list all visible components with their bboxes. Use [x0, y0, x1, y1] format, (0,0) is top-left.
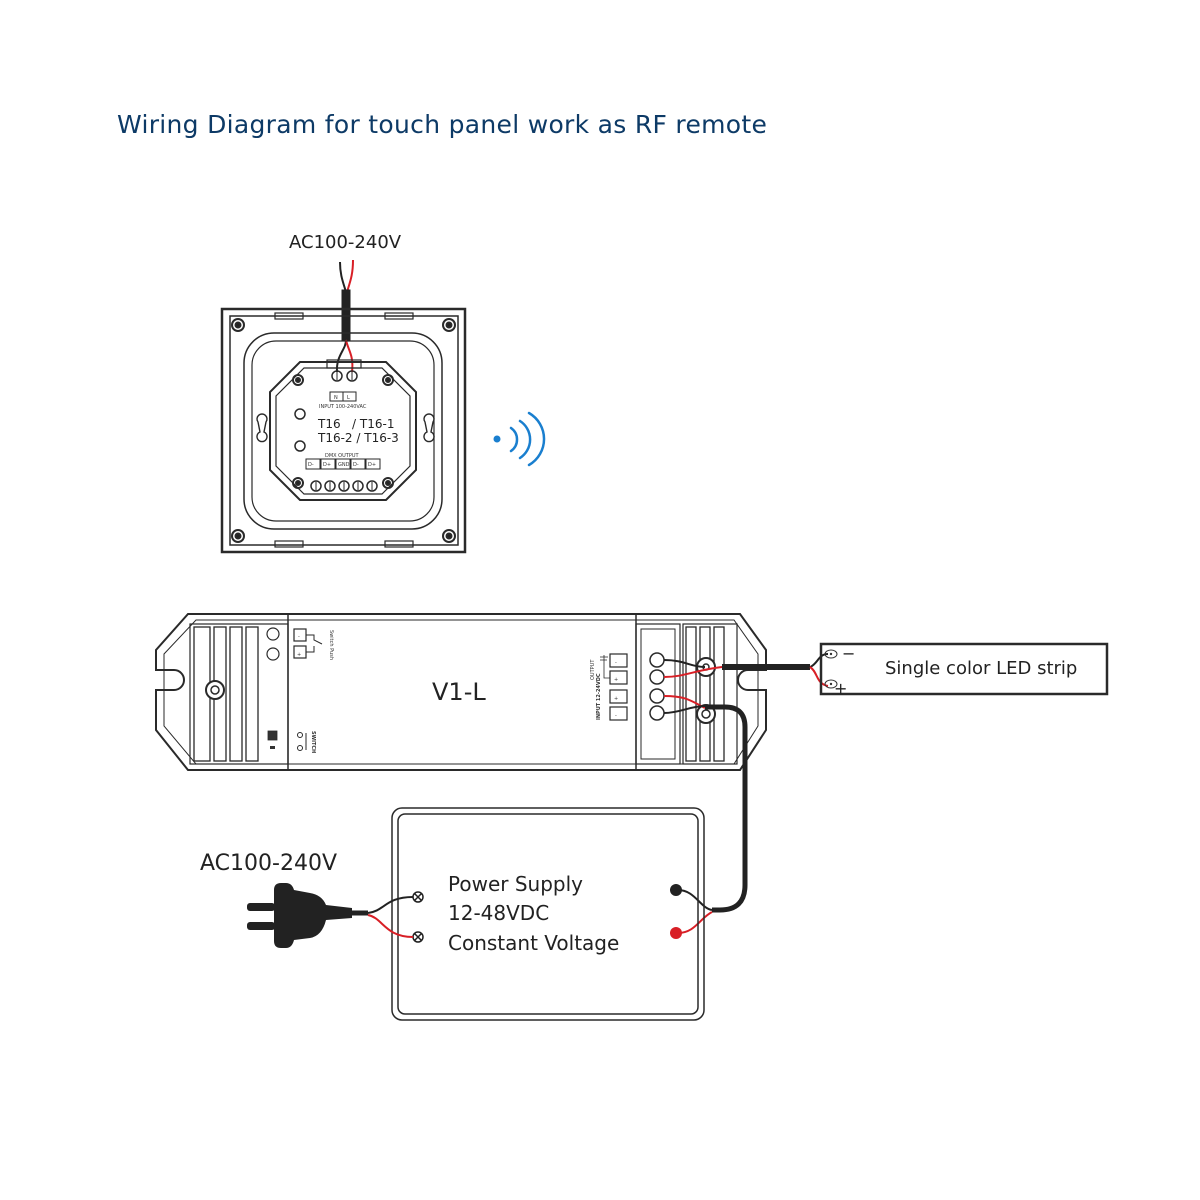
ac-plug-icon: AC100-240V: [200, 851, 414, 948]
touch-panel-power-label: AC100-240V: [289, 232, 402, 253]
panel-button: [294, 440, 306, 452]
diagram-title: Wiring Diagram for touch panel work as R…: [117, 110, 768, 139]
svg-text:L: L: [347, 395, 350, 401]
dc-negative-terminal: [670, 884, 682, 896]
dmx-terminal-box: [305, 458, 321, 470]
output-screw-terminal: [310, 480, 322, 492]
v1l-controller: - + Switch Push SWITCH V1-L - + + - OUTP…: [155, 613, 767, 771]
switch-label: SWITCH: [310, 731, 316, 753]
svg-text:+: +: [614, 696, 618, 702]
power-supply-line1: Power Supply: [448, 872, 583, 896]
output-label: OUTPUT: [590, 659, 596, 680]
dmx-terminal-box: [350, 458, 366, 470]
led-strip-label: Single color LED strip: [885, 658, 1077, 679]
dmx-terminal-box: [365, 458, 381, 470]
ac-power-label: AC100-240V: [200, 851, 337, 876]
svg-text:-: -: [298, 634, 300, 640]
input-terminal-l: [346, 370, 358, 382]
dmx-terminal-label: GND: [338, 462, 350, 468]
panel-screw-icon: [231, 318, 456, 543]
panel-button: [294, 408, 306, 420]
input-terminal-n: [331, 370, 343, 382]
output-screw-terminal: [366, 480, 378, 492]
controller-model: V1-L: [432, 678, 486, 706]
dmx-terminal-label: D+: [323, 462, 331, 468]
input-label: INPUT 12-24VDC: [596, 673, 602, 720]
output-screw-terminal: [352, 480, 364, 492]
touch-panel: AC100-240V: [220, 232, 467, 554]
dmx-terminal-box: [320, 458, 336, 470]
dmx-terminal-box: [335, 458, 351, 470]
svg-text:+: +: [297, 652, 301, 658]
switch-button: [267, 730, 278, 741]
output-screw-terminal: [338, 480, 350, 492]
dmx-terminal-label: D-: [308, 462, 314, 468]
power-supply: Power Supply 12-48VDC Constant Voltage: [391, 807, 705, 1021]
ac-terminal-icon: [412, 891, 424, 943]
dmx-terminal-label: D-: [353, 462, 359, 468]
svg-text:+: +: [614, 677, 618, 683]
svg-text:-: -: [615, 660, 617, 666]
led-minus-label: −: [842, 644, 855, 663]
led-output-wires: [663, 653, 829, 687]
svg-text:-: -: [615, 713, 617, 719]
dc-cable: [705, 704, 748, 913]
output-screw-terminal: [324, 480, 336, 492]
keyhole-slot-icon: [256, 413, 268, 443]
power-supply-line2: 12-48VDC: [448, 901, 549, 925]
led-plus-label: +: [834, 679, 847, 698]
svg-text:N: N: [334, 395, 338, 401]
push-label: Switch Push: [328, 630, 334, 660]
dc-positive-terminal: [670, 927, 682, 939]
output-screw-row: [310, 480, 378, 492]
panel-model-line1: T16 / T16-1: [317, 417, 394, 431]
panel-outer-frame: [220, 307, 467, 554]
wireless-signal-icon: [493, 411, 546, 467]
input-label: INPUT 100-240VAC: [319, 404, 367, 410]
dmx-terminal-label: D+: [368, 462, 376, 468]
controller-housing: [155, 613, 767, 771]
output-label: DMX OUTPUT: [325, 453, 360, 459]
led-strip: − + Single color LED strip: [819, 642, 1109, 698]
panel-model-line2: T16-2 / T16-3: [317, 431, 399, 445]
power-supply-line3: Constant Voltage: [448, 931, 619, 955]
